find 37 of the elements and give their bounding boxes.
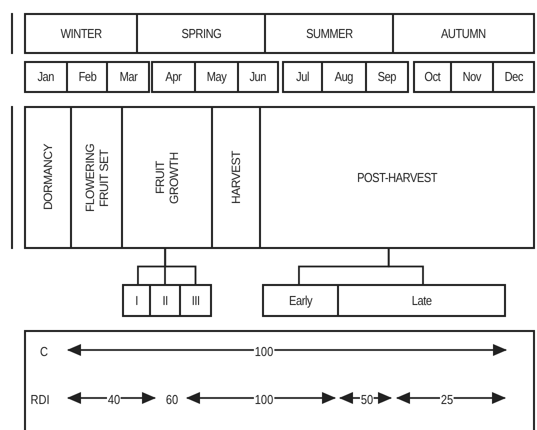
phase-cell: FRUIT GROWTH	[121, 106, 213, 249]
phase-cell: POST-HARVEST	[259, 106, 535, 249]
phase-cell: FLOWERING FRUIT SET	[70, 106, 123, 249]
sub-phase-cell: Early	[262, 284, 339, 317]
sub-phase-cell: Late	[337, 284, 506, 317]
season-cell: SUMMER	[264, 13, 394, 54]
value-label: 60	[165, 393, 179, 407]
month-cell: Jul	[282, 61, 323, 93]
month-cell: Jan	[24, 61, 68, 93]
value-label: 100	[254, 345, 274, 359]
connector-line	[164, 249, 196, 284]
season-cell: SPRING	[136, 13, 266, 54]
irrigation-panel	[24, 330, 535, 430]
month-cell: Mar	[106, 61, 150, 93]
month-cell: Apr	[151, 61, 196, 93]
month-cell: Oct	[413, 61, 452, 93]
month-cell: Sep	[365, 61, 409, 93]
phase-cell: HARVEST	[211, 106, 261, 249]
sub-phase-cell: III	[179, 284, 212, 317]
value-label: 100	[254, 393, 274, 407]
value-label: 50	[360, 393, 374, 407]
connector-line	[388, 249, 424, 284]
season-cell: AUTUMN	[392, 13, 535, 54]
month-cell: Jun	[237, 61, 279, 93]
sub-phase-cell: II	[149, 284, 181, 317]
value-label: 40	[107, 393, 121, 407]
season-cell: WINTER	[24, 13, 138, 54]
row-label: C	[39, 345, 49, 359]
month-cell: Feb	[66, 61, 108, 93]
value-label: 25	[440, 393, 454, 407]
row-label: RDI	[30, 393, 50, 407]
month-cell: Nov	[450, 61, 494, 93]
phase-cell: DORMANCY	[24, 106, 72, 249]
month-cell: Dec	[492, 61, 535, 93]
sub-phase-cell: I	[122, 284, 151, 317]
month-cell: May	[194, 61, 239, 93]
month-cell: Aug	[321, 61, 367, 93]
